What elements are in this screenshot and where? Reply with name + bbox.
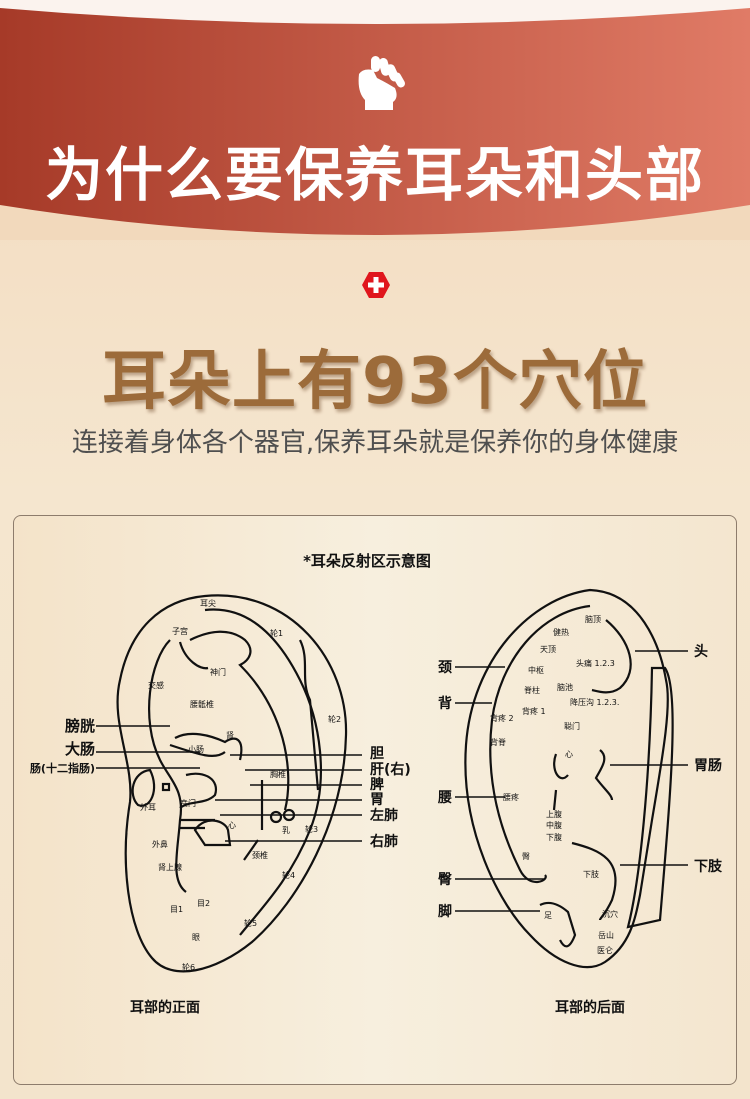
front-point-label: 心: [228, 821, 236, 830]
front-organ-label: 左肺: [369, 807, 398, 824]
back-point-label: 中腹: [546, 820, 562, 830]
front-point-label: 耳尖: [200, 598, 216, 608]
front-point-label: 目1: [170, 905, 183, 914]
fist-icon: [358, 56, 405, 110]
front-point-label: 轮1: [270, 628, 283, 638]
back-point-label: 心: [565, 750, 573, 759]
front-point-label: 轮3: [305, 824, 318, 834]
front-point-label: 交感: [148, 680, 164, 690]
front-point-label: 颈椎: [252, 850, 268, 860]
back-region-label: 臀: [438, 872, 452, 888]
front-point-label: 轮6: [182, 962, 195, 972]
back-point-label: 下腹: [546, 832, 562, 842]
front-organ-label: 右肺: [369, 833, 398, 850]
back-ear-leader-lines: [455, 650, 688, 912]
front-point-label: 子宫: [172, 626, 188, 636]
front-point-label: 轮2: [328, 714, 341, 724]
back-point-label: 健热: [553, 627, 569, 637]
front-point-label: 外耳: [140, 802, 156, 812]
back-point-label: 脑池: [557, 682, 573, 692]
back-point-label: 脑顶: [585, 614, 601, 624]
front-organ-label: 脾: [370, 776, 384, 793]
back-point-label: 医仑: [597, 945, 613, 955]
header-banner: [0, 0, 750, 240]
front-organ-label: 胆: [370, 746, 384, 762]
back-point-label: 降压沟 1.2.3.: [570, 697, 619, 707]
front-point-label: 贲门: [180, 798, 196, 808]
back-region-label: 腰: [437, 790, 452, 806]
subtitle: 连接着身体各个器官,保养耳朵就是保养你的身体健康: [71, 428, 679, 458]
back-region-label: 颈: [437, 660, 452, 676]
red-cross-hexagon-icon: [362, 272, 390, 298]
front-ear-leader-lines: [96, 725, 362, 842]
back-point-label: 沉穴: [602, 909, 618, 919]
front-organ-label: 膀胱: [65, 717, 95, 735]
back-region-label: 脚: [438, 904, 452, 920]
diagram-title: *耳朵反射区示意图: [303, 552, 431, 570]
front-organ-label: 肝(右): [370, 761, 411, 778]
front-point-label: 目2: [197, 899, 210, 908]
front-organ-label: 胃: [370, 792, 384, 808]
back-point-label: 背疼 1: [522, 706, 546, 716]
front-point-label: 外鼻: [152, 839, 168, 849]
front-point-label: 小肠: [188, 745, 204, 754]
back-region-label: 下肢: [694, 859, 723, 875]
back-point-label: 背疼 2: [490, 713, 514, 723]
banner-title: 为什么要保养耳朵和头部: [44, 141, 705, 209]
front-point-label: 乳: [282, 825, 290, 835]
back-region-label: 头: [694, 643, 708, 660]
back-region-label: 胃肠: [694, 758, 722, 774]
headline: 耳朵上有93个穴位: [101, 345, 649, 419]
front-point-label: 轮4: [282, 870, 295, 880]
front-point-label: 胸椎: [270, 769, 286, 779]
front-point-label: 肾上腺: [158, 862, 182, 872]
back-point-label: 上腹: [546, 809, 562, 819]
back-point-label: 岳山: [598, 930, 614, 940]
front-point-label: 轮5: [244, 918, 257, 928]
back-point-label: 足: [544, 911, 552, 920]
front-ear-drawing: [116, 594, 348, 973]
back-point-label: 天顶: [540, 645, 556, 654]
back-point-label: 背脊: [490, 737, 506, 747]
back-point-label: 臀: [522, 852, 530, 861]
front-point-label: 眼: [192, 933, 200, 942]
back-point-label: 中枢: [528, 665, 544, 675]
front-point-label: 肾: [226, 731, 234, 740]
front-organ-label: 肠(十二指肠): [30, 761, 95, 775]
front-point-label: 腰骶椎: [190, 699, 214, 709]
back-point-label: 聪门: [564, 721, 580, 731]
back-point-label: 脊柱: [524, 685, 540, 695]
back-region-label: 背: [438, 695, 452, 712]
back-point-label: 下肢: [583, 869, 599, 879]
front-organ-label: 大肠: [65, 740, 95, 758]
back-caption: 耳部的后面: [555, 999, 625, 1016]
back-ear-drawing: [464, 588, 674, 969]
front-point-label: 神门: [210, 667, 226, 677]
back-point-label: 腰疼: [503, 792, 519, 802]
front-caption: 耳部的正面: [130, 999, 200, 1016]
back-point-label: 头痛 1.2.3: [576, 658, 615, 668]
